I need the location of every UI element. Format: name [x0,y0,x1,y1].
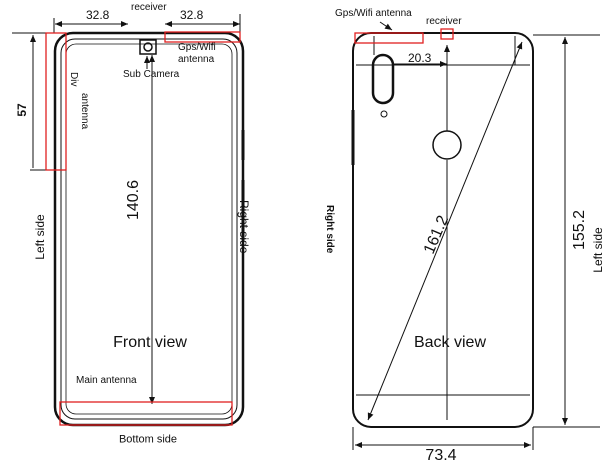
front-gps-wifi-label-2: antenna [178,54,215,65]
bottom-side-label: Bottom side [118,433,178,446]
div-antenna-label-2: antenna [79,93,90,130]
front-dim-top-left: 32.8 [86,8,110,22]
back-dimension-lines [352,21,600,450]
sub-camera-label: Sub Camera [123,69,180,80]
back-left-side-label: Left side [591,227,605,273]
back-view-label: Back view [413,334,487,351]
back-dim-height: 155.2 [571,209,588,251]
front-view-outline [53,31,245,427]
back-right-side-label: Right side [324,205,335,254]
front-dimension-lines [12,14,241,404]
front-receiver-label: receiver [131,2,167,13]
front-gps-wifi-label: Gps/Wifi [178,42,216,53]
front-left-side-label: Left side [33,214,47,260]
front-dim-57: 57 [15,103,29,117]
main-antenna-label: Main antenna [76,375,137,386]
front-antenna-highlights [45,31,241,426]
front-right-side-label: Right side [237,200,251,254]
back-dim-20: 20.3 [408,51,432,65]
front-dim-top-right: 32.8 [180,8,204,22]
back-receiver-label: receiver [426,16,462,27]
back-dim-width: 73.4 [425,447,457,463]
front-view-label: Front view [113,334,187,351]
back-gps-wifi-label: Gps/Wifi antenna [335,8,412,19]
div-antenna-label: Div [68,72,79,87]
front-dim-height: 140.6 [125,179,142,221]
back-antenna-highlights [354,28,454,44]
